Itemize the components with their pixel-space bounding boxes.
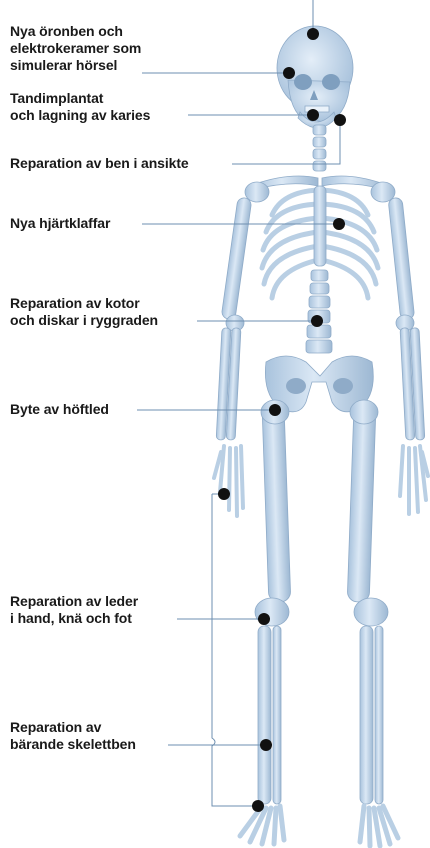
eye-socket-right: [322, 74, 340, 90]
marker-foot-icon: [252, 800, 264, 812]
spine: [306, 270, 332, 353]
label-face: Reparation av ben i ansikte: [10, 155, 189, 172]
label-heart: Nya hjärtklaffar: [10, 215, 110, 232]
label-ear: Nya öronben och elektrokeramer som simul…: [10, 23, 141, 74]
leader-bones: [212, 494, 258, 806]
hand-left: [214, 446, 243, 516]
marker-hip-icon: [269, 404, 281, 416]
marker-heart-icon: [333, 218, 345, 230]
marker-shin-icon: [260, 739, 272, 751]
hand-right: [400, 446, 428, 514]
marker-skull-icon: [307, 28, 319, 40]
eye-socket-left: [294, 74, 312, 90]
marker-ear-icon: [283, 67, 295, 79]
marker-teeth-icon: [307, 109, 319, 121]
marker-knee-icon: [258, 613, 270, 625]
label-hip: Byte av höftled: [10, 401, 109, 418]
label-bones: Reparation av bärande skelettben: [10, 719, 136, 753]
foot-left: [240, 806, 284, 844]
sternum: [314, 186, 326, 266]
label-spine: Reparation av kotor och diskar i ryggrad…: [10, 295, 158, 329]
label-joints: Reparation av leder i hand, knä och fot: [10, 593, 138, 627]
label-teeth: Tandimplantat och lagning av karies: [10, 90, 150, 124]
marker-face-icon: [334, 114, 346, 126]
foot-right: [360, 806, 398, 846]
marker-hand-icon: [218, 488, 230, 500]
marker-spine-icon: [311, 315, 323, 327]
bones: [214, 26, 428, 846]
